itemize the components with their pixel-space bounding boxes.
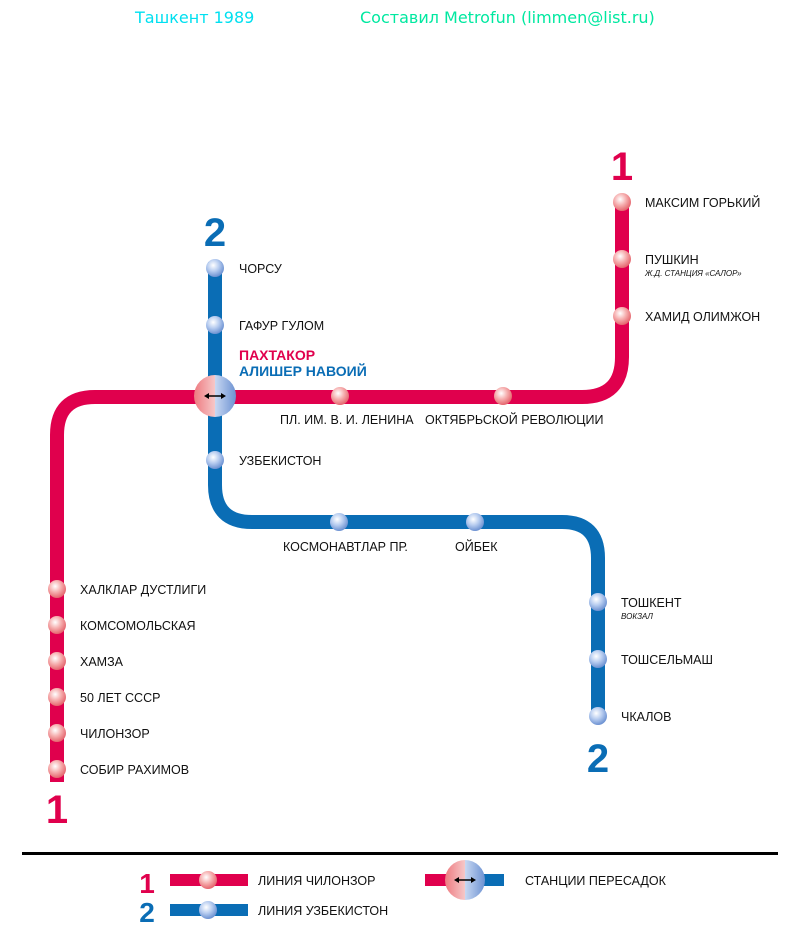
legend-line-1-station-icon xyxy=(199,871,217,889)
station-50-let-sssr[interactable]: 50 ЛЕТ СССР xyxy=(48,688,160,706)
station-khamid-olimzhon[interactable]: ХАМИД ОЛИМЖОН xyxy=(613,307,760,325)
station-oybek[interactable]: ОЙБЕК xyxy=(455,513,498,554)
svg-text:ХАЛКЛАР ДУСТЛИГИ: ХАЛКЛАР ДУСТЛИГИ xyxy=(80,583,206,597)
station-chilonzor[interactable]: ЧИЛОНЗОР xyxy=(48,724,150,742)
svg-text:ПЛ. ИМ. В. И. ЛЕНИНА: ПЛ. ИМ. В. И. ЛЕНИНА xyxy=(280,413,414,427)
legend-line-2-number: 2 xyxy=(139,897,155,928)
station-uzbekiston[interactable]: УЗБЕКИСТОН xyxy=(206,451,321,469)
svg-text:ПУШКИН: ПУШКИН xyxy=(645,253,699,267)
transfer-name-line2: АЛИШЕР НАВОИЙ xyxy=(239,362,367,379)
svg-text:Ж.Д. СТАНЦИЯ «САЛОР»: Ж.Д. СТАНЦИЯ «САЛОР» xyxy=(644,269,742,278)
station-oktyabrskoy-revolyutsii[interactable]: ОКТЯБРЬСКОЙ РЕВОЛЮЦИИ xyxy=(425,387,603,427)
svg-text:ТОШКЕНТ: ТОШКЕНТ xyxy=(621,596,682,610)
station-chkalov[interactable]: ЧКАЛОВ xyxy=(589,707,672,725)
svg-text:ХАМИД ОЛИМЖОН: ХАМИД ОЛИМЖОН xyxy=(645,310,760,324)
legend-divider xyxy=(22,852,778,855)
line-1-number-top: 1 xyxy=(611,145,633,189)
legend-line-2-label: ЛИНИЯ УЗБЕКИСТОН xyxy=(258,904,388,918)
station-pl-lenina[interactable]: ПЛ. ИМ. В. И. ЛЕНИНА xyxy=(280,387,414,427)
svg-text:УЗБЕКИСТОН: УЗБЕКИСТОН xyxy=(239,454,321,468)
line-2-number-bottom: 2 xyxy=(587,737,609,781)
map-credit[interactable]: Составил Metrofun (limmen@list.ru) xyxy=(360,8,655,27)
svg-text:ЧОРСУ: ЧОРСУ xyxy=(239,262,282,276)
svg-text:50 ЛЕТ СССР: 50 ЛЕТ СССР xyxy=(80,691,160,705)
svg-text:СОБИР РАХИМОВ: СОБИР РАХИМОВ xyxy=(80,763,189,777)
station-toshselmash[interactable]: ТОШСЕЛЬМАШ xyxy=(589,650,713,668)
legend-line-1-number: 1 xyxy=(139,868,155,899)
line-1-number-bottom: 1 xyxy=(46,788,68,832)
station-sobir-rakhimov[interactable]: СОБИР РАХИМОВ xyxy=(48,760,189,778)
legend-double-arrow-icon xyxy=(454,877,476,883)
station-pushkin[interactable]: ПУШКИН Ж.Д. СТАНЦИЯ «САЛОР» xyxy=(613,250,742,278)
station-kosmonavtlar[interactable]: КОСМОНАВТЛАР ПР. xyxy=(283,513,408,554)
svg-text:ГАФУР ГУЛОМ: ГАФУР ГУЛОМ xyxy=(239,319,324,333)
line-2-number-top: 2 xyxy=(204,211,226,255)
svg-text:ХАМЗА: ХАМЗА xyxy=(80,655,124,669)
double-arrow-icon xyxy=(204,393,226,399)
station-komsomolskaya[interactable]: КОМСОМОЛЬСКАЯ xyxy=(48,616,196,634)
svg-text:ТОШСЕЛЬМАШ: ТОШСЕЛЬМАШ xyxy=(621,653,713,667)
transfer-name-line1: ПАХТАКОР xyxy=(239,347,315,363)
station-khalklar-dustligi[interactable]: ХАЛКЛАР ДУСТЛИГИ xyxy=(48,580,206,598)
svg-text:ЧКАЛОВ: ЧКАЛОВ xyxy=(621,710,672,724)
svg-text:ОЙБЕК: ОЙБЕК xyxy=(455,539,498,554)
station-khamza[interactable]: ХАМЗА xyxy=(48,652,124,670)
line-2-track xyxy=(208,262,605,720)
svg-text:МАКСИМ ГОРЬКИЙ: МАКСИМ ГОРЬКИЙ xyxy=(645,195,760,210)
legend-transfer-red-bar xyxy=(425,874,447,886)
svg-text:ЧИЛОНЗОР: ЧИЛОНЗОР xyxy=(80,727,150,741)
station-chorsu[interactable]: ЧОРСУ xyxy=(206,259,282,277)
legend-line-2-station-icon xyxy=(199,901,217,919)
transfer-station-pakhtakor-alisher-navoiy[interactable]: ПАХТАКОР АЛИШЕР НАВОИЙ xyxy=(194,347,367,417)
legend-line-1-label: ЛИНИЯ ЧИЛОНЗОР xyxy=(258,874,375,888)
legend-transfer-blue-bar xyxy=(482,874,504,886)
svg-text:КОСМОНАВТЛАР ПР.: КОСМОНАВТЛАР ПР. xyxy=(283,540,408,554)
svg-text:ОКТЯБРЬСКОЙ РЕВОЛЮЦИИ: ОКТЯБРЬСКОЙ РЕВОЛЮЦИИ xyxy=(425,412,603,427)
svg-text:ВОКЗАЛ: ВОКЗАЛ xyxy=(621,612,653,621)
station-maksim-gorkiy[interactable]: МАКСИМ ГОРЬКИЙ xyxy=(613,193,760,211)
map-title: Ташкент 1989 xyxy=(134,8,254,27)
station-gafur-gulom[interactable]: ГАФУР ГУЛОМ xyxy=(206,316,324,334)
legend: 1 ЛИНИЯ ЧИЛОНЗОР 2 ЛИНИЯ УЗБЕКИСТОН СТАН… xyxy=(139,860,667,928)
legend-transfer-label: СТАНЦИИ ПЕРЕСАДОК xyxy=(525,874,667,888)
station-toshkent[interactable]: ТОШКЕНТ ВОКЗАЛ xyxy=(589,593,682,621)
svg-text:КОМСОМОЛЬСКАЯ: КОМСОМОЛЬСКАЯ xyxy=(80,619,196,633)
